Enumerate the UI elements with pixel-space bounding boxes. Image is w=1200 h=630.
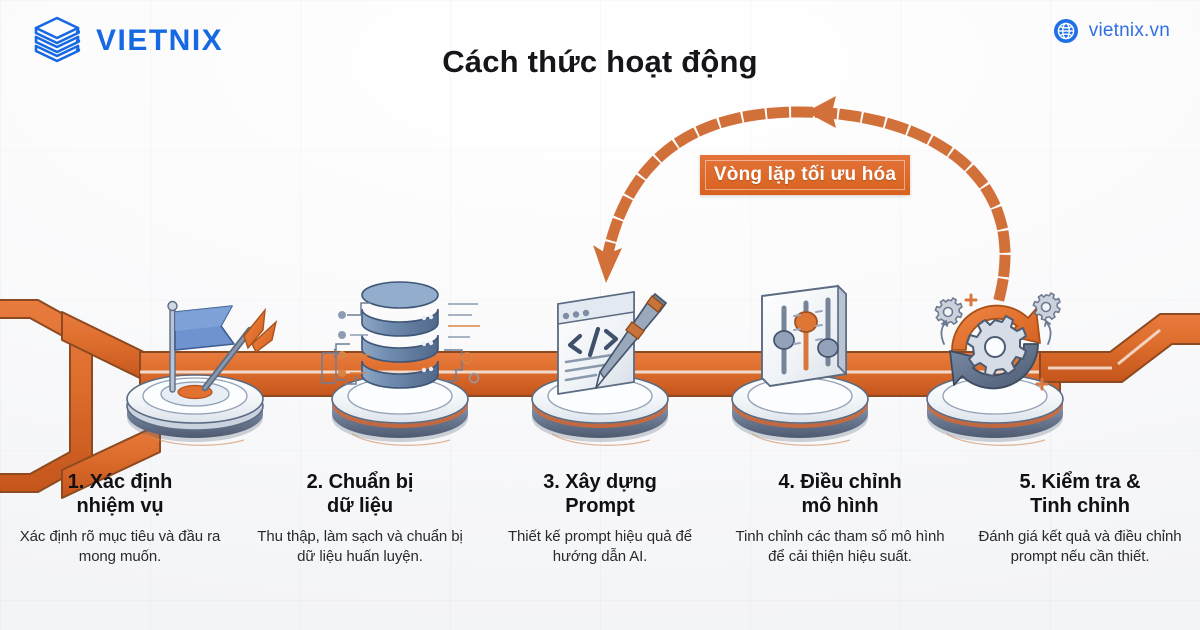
step-2-platform [321, 281, 480, 446]
circuit-lines-right [444, 303, 480, 384]
database-icon [361, 281, 439, 389]
site-url-block[interactable]: vietnix.vn [1053, 18, 1170, 44]
step-desc-1: Xác định rõ mục tiêu và đầu ra mong muốn… [19, 527, 221, 565]
brand-name: VIETNIX [96, 24, 224, 57]
stacked-layers-icon [34, 16, 81, 63]
step-item-5: 5. Kiểm tra & Tinh chỉnh Đánh giá kết qu… [960, 470, 1200, 566]
optimization-loop-arrow [593, 96, 1011, 302]
step-title-2-line2: dữ liệu [326, 495, 393, 518]
road-right-ramp [1039, 313, 1200, 383]
flag-icon [167, 300, 235, 393]
step-1-platform [126, 300, 278, 446]
step-desc-5: Đánh giá kết quả và điều chỉnh prompt nế… [978, 527, 1182, 565]
step-title-4-line1: 4. Điều chỉnh [778, 471, 902, 493]
step-3-platform [531, 291, 669, 446]
step-desc-4: Tinh chỉnh các tham số mô hình để cải th… [735, 527, 945, 565]
step-title-1: 1. Xác định nhiệm vụ [8, 470, 232, 519]
step-item-3: 3. Xây dựng Prompt Thiết kế prompt hiệu … [480, 470, 720, 566]
brand-logo[interactable]: VIETNIX [28, 12, 223, 70]
step-title-1-line1: 1. Xác định [67, 471, 173, 493]
sliders-panel-icon [761, 284, 847, 387]
road-branch-lower [61, 423, 161, 499]
step-title-2-line1: 2. Chuẩn bị [306, 471, 414, 493]
circuit-lines-left [321, 302, 371, 385]
steps-row: 1. Xác định nhiệm vụ Xác định rõ mục tiê… [0, 470, 1200, 566]
step-title-1-line2: nhiệm vụ [76, 495, 164, 518]
step-title-3: 3. Xây dựng Prompt [488, 470, 712, 519]
step-title-2: 2. Chuẩn bị dữ liệu [248, 470, 472, 519]
step-desc-3: Thiết kế prompt hiệu quả để hướng dẫn AI… [507, 527, 693, 565]
refresh-gear-icon [934, 292, 1061, 391]
step-4-platform [731, 284, 869, 446]
step-title-5-line1: 5. Kiểm tra & [1019, 471, 1141, 493]
globe-icon [1053, 19, 1078, 43]
arrow-icon [201, 307, 278, 392]
code-window-pen-icon [557, 291, 668, 395]
step-title-4: 4. Điều chỉnh mô hình [728, 470, 952, 519]
optimization-loop-badge: Vòng lặp tối ưu hóa [700, 155, 910, 195]
page-title: Cách thức hoạt động [442, 44, 758, 79]
site-url-text: vietnix.vn [1088, 20, 1170, 41]
step-item-1: 1. Xác định nhiệm vụ Xác định rõ mục tiê… [0, 470, 240, 566]
step-title-4-line2: mô hình [801, 495, 879, 518]
step-title-5-line2: Tinh chỉnh [1030, 495, 1130, 518]
step-item-4: 4. Điều chỉnh mô hình Tinh chỉnh các tha… [720, 470, 960, 566]
step-title-3-line2: Prompt [565, 495, 635, 518]
step-item-2: 2. Chuẩn bị dữ liệu Thu thập, làm sạch v… [240, 470, 480, 566]
step-5-platform [926, 292, 1064, 446]
step-desc-2: Thu thập, làm sạch và chuẩn bị dữ liệu h… [257, 527, 463, 565]
optimization-loop-label: Vòng lặp tối ưu hóa [713, 164, 897, 185]
step-title-3-line1: 3. Xây dựng [543, 471, 657, 493]
step-title-5: 5. Kiểm tra & Tinh chỉnh [968, 470, 1192, 519]
header: VIETNIX vietnix.vn Cách thức hoạt động [0, 0, 1200, 96]
